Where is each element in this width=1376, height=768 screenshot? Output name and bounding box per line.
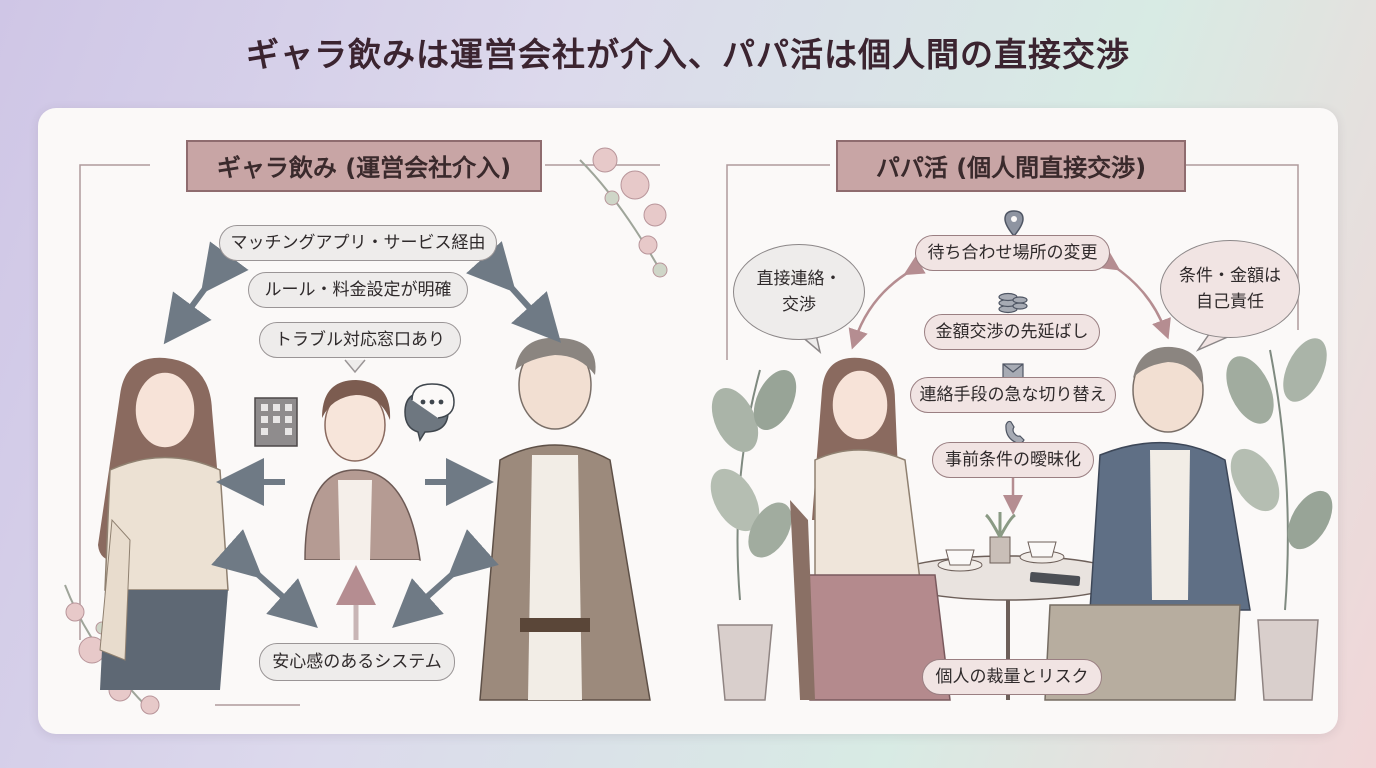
man-illustration-left — [479, 337, 651, 701]
speech-bubble-self-responsibility: 条件・金額は 自己責任 — [1160, 240, 1300, 338]
right-risk-vague-terms: 事前条件の曖昧化 — [932, 442, 1094, 478]
map-pin-icon — [1004, 210, 1024, 238]
bubble-right-line-1: 条件・金額は — [1179, 266, 1281, 286]
flower-decoration-top — [579, 147, 668, 278]
bubble-left-line-1: 直接連絡・ — [756, 269, 842, 289]
right-risk-price-delay: 金額交渉の先延ばし — [924, 314, 1100, 350]
envelope-icon — [1002, 363, 1024, 379]
speech-bubble-direct-contact: 直接連絡・ 交渉 — [733, 244, 865, 340]
hostess-illustration — [290, 380, 421, 580]
right-risk-contact-switch: 連絡手段の急な切り替え — [910, 377, 1116, 413]
plant-left — [710, 369, 797, 701]
left-feature-support: トラブル対応窓口あり — [259, 322, 461, 358]
callout-tail — [344, 359, 366, 374]
bubble-left-line-2: 交渉 — [782, 295, 816, 315]
chat-bubble-icon — [404, 383, 455, 442]
left-ribbon-title: ギャラ飲み (運営会社介入) — [186, 140, 542, 192]
cafe-table — [889, 512, 1127, 700]
page-title: ギャラ飲みは運営会社が介入、パパ活は個人間の直接交渉 — [246, 35, 1130, 74]
bubble-right-line-2: 自己責任 — [1196, 292, 1264, 312]
right-flow-arrows — [848, 251, 1171, 515]
right-risk-meeting-place: 待ち合わせ場所の変更 — [915, 235, 1110, 271]
plant-right — [1226, 338, 1333, 701]
woman-illustration-left — [98, 357, 229, 690]
woman-illustration-right — [790, 357, 951, 701]
left-bottom-label: 安心感のあるシステム — [259, 643, 455, 681]
right-ribbon-title: パパ活 (個人間直接交渉) — [836, 140, 1186, 192]
left-arrows — [163, 241, 562, 628]
phone-icon — [1005, 420, 1025, 444]
left-feature-app: マッチングアプリ・サービス経由 — [219, 225, 497, 261]
coins-icon — [998, 292, 1028, 314]
left-feature-rules: ルール・料金設定が明確 — [248, 272, 468, 308]
building-icon — [254, 397, 298, 447]
right-bottom-label: 個人の裁量とリスク — [922, 659, 1102, 695]
right-frame — [726, 164, 1299, 360]
